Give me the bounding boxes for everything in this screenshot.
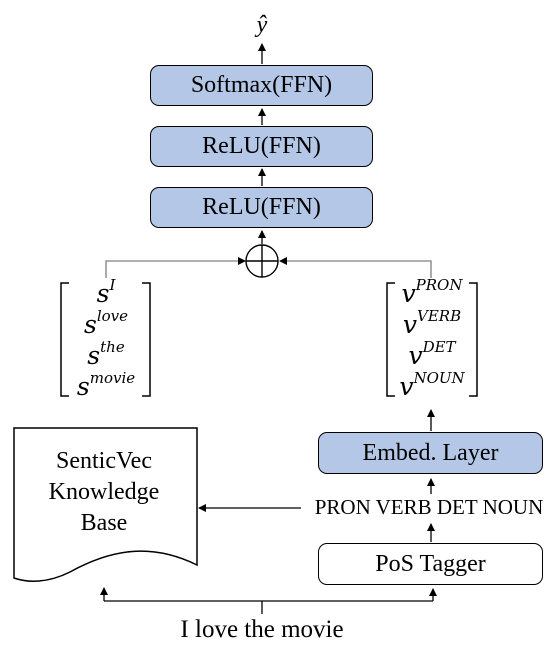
- sentic-vector-right-bracket: [142, 282, 151, 397]
- pos-vector-right-bracket: [469, 282, 478, 397]
- knowledge-base-line: Base: [80, 510, 128, 536]
- sentic-vector-entry: sthe: [87, 338, 125, 371]
- concat-operator-icon: [245, 244, 279, 278]
- sentic-vector: sI slove sthe smovie: [70, 278, 142, 402]
- knowledge-base-document-shape: [13, 427, 198, 582]
- pos-tags-label: PRON VERB DET NOUN: [314, 495, 544, 519]
- line-pos-to-concat: [279, 257, 432, 278]
- relu-bottom-layer-label: ReLU(FFN): [202, 194, 321, 220]
- pos-tagger-box: PoS Tagger: [318, 543, 543, 585]
- line-sentic-to-concat: [105, 257, 246, 278]
- pos-vector-entry: vVERB: [402, 307, 462, 340]
- pos-vector-entry: vDET: [408, 338, 456, 371]
- relu-top-layer-label: ReLU(FFN): [202, 133, 321, 159]
- input-sentence: I love the movie: [180, 616, 344, 643]
- embed-layer-label: Embed. Layer: [362, 439, 499, 466]
- embed-layer: Embed. Layer: [318, 432, 543, 474]
- sentic-vector-entry: smovie: [76, 369, 136, 402]
- sentic-vector-entry: slove: [83, 307, 129, 340]
- pos-vector-entry: vNOUN: [399, 369, 465, 402]
- softmax-layer-label: Softmax(FFN): [190, 72, 333, 98]
- knowledge-base-label: SenticVec Knowledge Base: [14, 446, 194, 539]
- sentic-vector-entry: sI: [96, 276, 116, 309]
- knowledge-base-line: SenticVec: [56, 448, 152, 474]
- pos-tagger-label: PoS Tagger: [375, 550, 486, 577]
- pos-vector-entry: vPRON: [401, 276, 463, 309]
- output-label: ŷ: [256, 12, 268, 38]
- sentic-vector-left-bracket: [60, 282, 69, 397]
- pos-vector-left-bracket: [386, 282, 395, 397]
- relu-ffn-layer-top: ReLU(FFN): [150, 126, 373, 167]
- knowledge-base-line: Knowledge: [48, 479, 160, 505]
- pos-vector: vPRON vVERB vDET vNOUN: [394, 278, 470, 402]
- relu-ffn-layer-bottom: ReLU(FFN): [150, 187, 373, 228]
- softmax-ffn-layer: Softmax(FFN): [150, 65, 373, 106]
